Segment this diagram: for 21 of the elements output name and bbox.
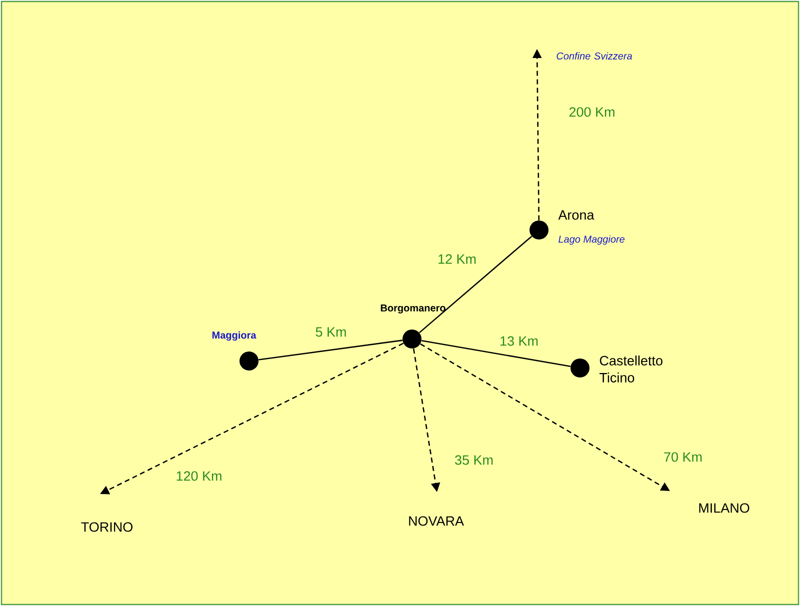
distance-label: 70 Km (662, 450, 704, 464)
city-label: NOVARA (409, 516, 464, 526)
city-label: TORINO (81, 522, 132, 532)
distance-label: 120 Km (174, 470, 224, 482)
road-line (421, 340, 571, 367)
distance-label: 35 Km (453, 454, 496, 466)
city-dot (402, 330, 422, 348)
road-line (258, 340, 402, 360)
city-dot (530, 220, 548, 240)
city-label: MILANO (699, 503, 750, 513)
city-label: Confine Svizzera (556, 52, 632, 60)
city-name: Borgomanero (380, 304, 446, 314)
city-dot (570, 358, 590, 378)
road-line (418, 236, 532, 334)
city-name: Arona (558, 210, 594, 220)
distance-label: 13 Km (498, 334, 540, 348)
distance-label: 200 Km (567, 106, 617, 118)
city-dot (240, 352, 258, 370)
city-name: Castelletto Ticino (600, 356, 662, 382)
city-name: Lago Maggiore (558, 235, 625, 245)
city-name: Maggiora (212, 331, 256, 341)
